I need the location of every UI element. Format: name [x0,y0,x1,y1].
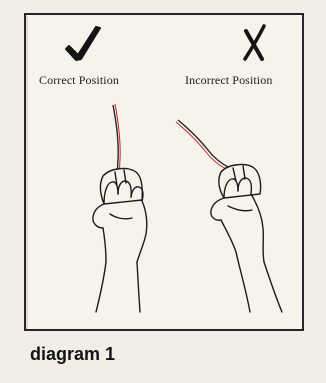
x-mark-icon [245,26,264,59]
correct-hand-on-mouse [93,169,147,312]
incorrect-hand-on-mouse [211,165,282,312]
incorrect-mouse-cable [176,120,230,170]
checkmark-icon [66,27,100,60]
incorrect-position-label: Incorrect Position [185,73,272,88]
correct-position-label: Correct Position [39,73,119,88]
figure-caption: diagram 1 [30,344,115,365]
